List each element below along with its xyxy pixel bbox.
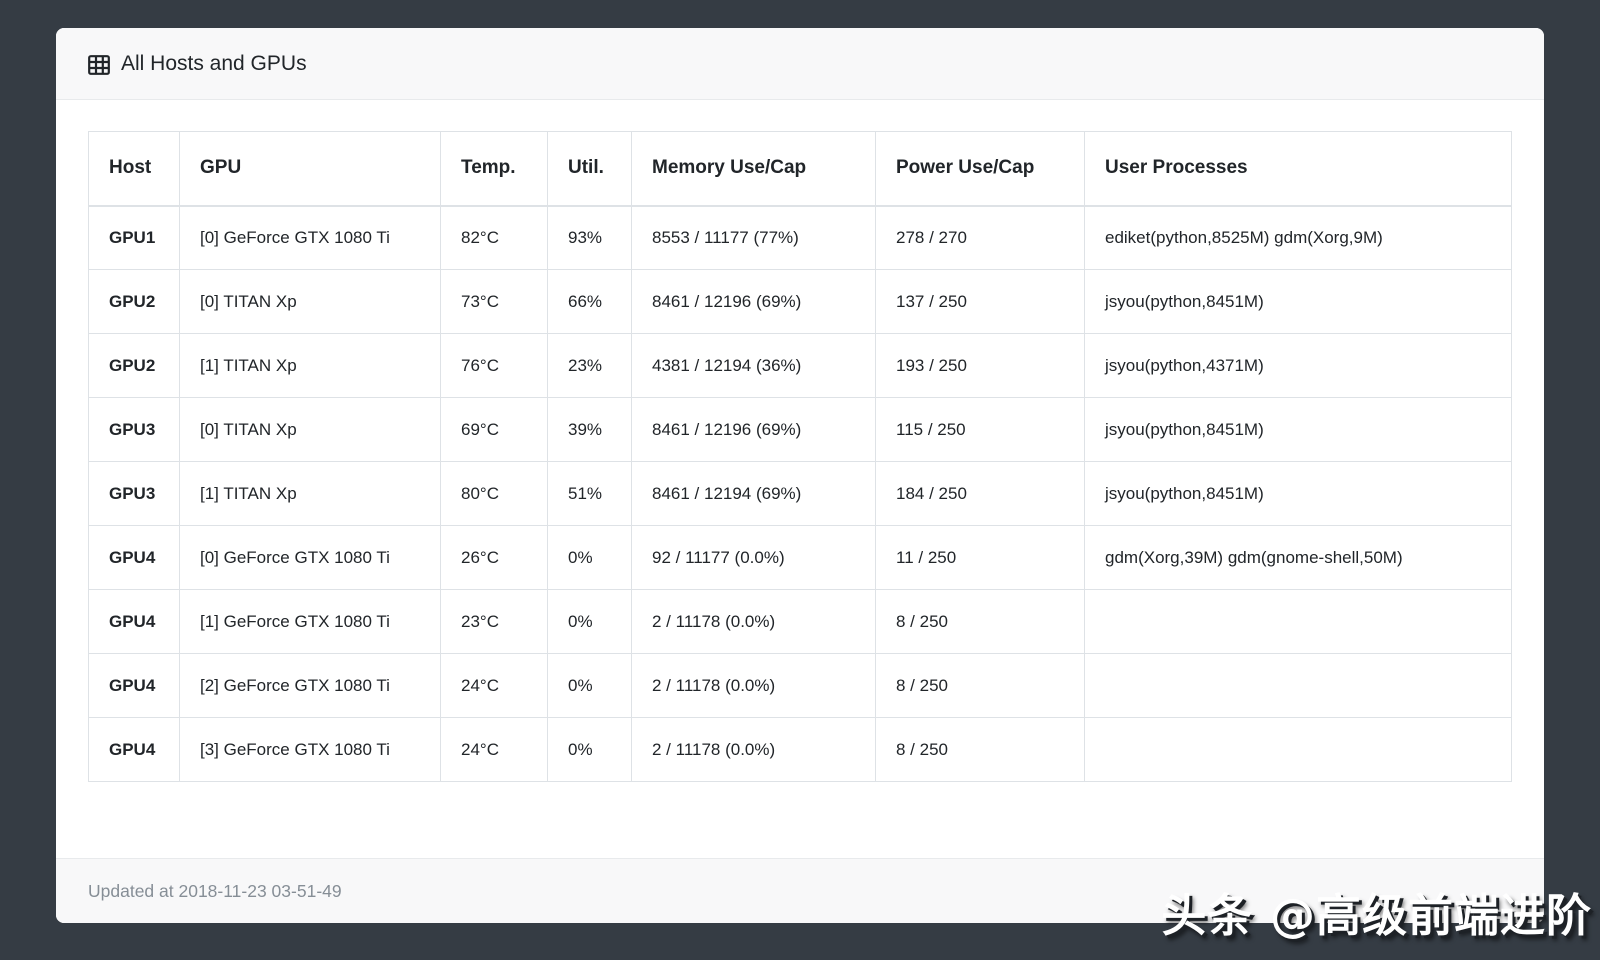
cell-memory: 8461 / 12194 (69%) (631, 461, 876, 526)
cell-gpu: [1] TITAN Xp (179, 461, 441, 526)
watermark: 头条 @高级前端进阶 (1161, 889, 1592, 942)
column-header-gpu: GPU (179, 131, 441, 207)
cell-memory: 2 / 11178 (0.0%) (631, 589, 876, 654)
column-header-memory: Memory Use/Cap (631, 131, 876, 207)
column-header-power: Power Use/Cap (875, 131, 1085, 207)
gpu-table: Host GPU Temp. Util. Memory Use/Cap Powe… (88, 131, 1512, 782)
cell-processes: jsyou(python,8451M) (1084, 461, 1512, 526)
cell-gpu: [2] GeForce GTX 1080 Ti (179, 653, 441, 718)
card-body: Host GPU Temp. Util. Memory Use/Cap Powe… (56, 100, 1544, 858)
cell-gpu: [0] TITAN Xp (179, 397, 441, 462)
cell-power: 8 / 250 (875, 589, 1085, 654)
cell-temp: 24°C (440, 653, 548, 718)
updated-timestamp: Updated at 2018-11-23 03-51-49 (88, 880, 342, 901)
cell-gpu: [1] TITAN Xp (179, 333, 441, 398)
cell-util: 0% (547, 525, 632, 590)
cell-util: 51% (547, 461, 632, 526)
cell-processes (1084, 589, 1512, 654)
cell-gpu: [0] TITAN Xp (179, 269, 441, 334)
column-header-processes: User Processes (1084, 131, 1512, 207)
cell-memory: 8461 / 12196 (69%) (631, 269, 876, 334)
table-header-row: Host GPU Temp. Util. Memory Use/Cap Powe… (88, 131, 1512, 207)
column-header-host: Host (88, 131, 180, 207)
cell-util: 39% (547, 397, 632, 462)
cell-host: GPU1 (88, 205, 180, 270)
cell-temp: 76°C (440, 333, 548, 398)
cell-power: 193 / 250 (875, 333, 1085, 398)
cell-processes (1084, 653, 1512, 718)
cell-util: 0% (547, 653, 632, 718)
cell-host: GPU4 (88, 653, 180, 718)
cell-temp: 80°C (440, 461, 548, 526)
card-header: All Hosts and GPUs (56, 28, 1544, 100)
cell-memory: 8461 / 12196 (69%) (631, 397, 876, 462)
cell-util: 0% (547, 717, 632, 782)
cell-gpu: [0] GeForce GTX 1080 Ti (179, 205, 441, 270)
column-header-util: Util. (547, 131, 632, 207)
column-header-temp: Temp. (440, 131, 548, 207)
cell-util: 66% (547, 269, 632, 334)
cell-power: 137 / 250 (875, 269, 1085, 334)
cell-memory: 8553 / 11177 (77%) (631, 205, 876, 270)
cell-processes: gdm(Xorg,39M) gdm(gnome-shell,50M) (1084, 525, 1512, 590)
cell-gpu: [3] GeForce GTX 1080 Ti (179, 717, 441, 782)
table-grid-icon (88, 54, 110, 75)
cell-processes (1084, 717, 1512, 782)
cell-host: GPU4 (88, 525, 180, 590)
cell-processes: jsyou(python,8451M) (1084, 397, 1512, 462)
cell-memory: 4381 / 12194 (36%) (631, 333, 876, 398)
cell-temp: 69°C (440, 397, 548, 462)
cell-host: GPU4 (88, 717, 180, 782)
cell-memory: 2 / 11178 (0.0%) (631, 717, 876, 782)
cell-temp: 23°C (440, 589, 548, 654)
cell-util: 23% (547, 333, 632, 398)
card-footer: Updated at 2018-11-23 03-51-49 (56, 858, 1544, 923)
cell-power: 8 / 250 (875, 653, 1085, 718)
gpu-monitor-card: All Hosts and GPUs Host GPU Temp. Util. … (56, 28, 1544, 923)
cell-power: 8 / 250 (875, 717, 1085, 782)
cell-host: GPU3 (88, 461, 180, 526)
cell-processes: ediket(python,8525M) gdm(Xorg,9M) (1084, 205, 1512, 270)
cell-host: GPU3 (88, 397, 180, 462)
cell-host: GPU2 (88, 333, 180, 398)
cell-gpu: [1] GeForce GTX 1080 Ti (179, 589, 441, 654)
cell-host: GPU2 (88, 269, 180, 334)
cell-temp: 24°C (440, 717, 548, 782)
cell-util: 93% (547, 205, 632, 270)
cell-power: 115 / 250 (875, 397, 1085, 462)
cell-memory: 92 / 11177 (0.0%) (631, 525, 876, 590)
cell-processes: jsyou(python,4371M) (1084, 333, 1512, 398)
cell-power: 184 / 250 (875, 461, 1085, 526)
cell-host: GPU4 (88, 589, 180, 654)
cell-temp: 82°C (440, 205, 548, 270)
cell-temp: 26°C (440, 525, 548, 590)
cell-temp: 73°C (440, 269, 548, 334)
page-title: All Hosts and GPUs (121, 51, 307, 75)
cell-power: 11 / 250 (875, 525, 1085, 590)
cell-power: 278 / 270 (875, 205, 1085, 270)
cell-memory: 2 / 11178 (0.0%) (631, 653, 876, 718)
cell-gpu: [0] GeForce GTX 1080 Ti (179, 525, 441, 590)
cell-util: 0% (547, 589, 632, 654)
cell-processes: jsyou(python,8451M) (1084, 269, 1512, 334)
